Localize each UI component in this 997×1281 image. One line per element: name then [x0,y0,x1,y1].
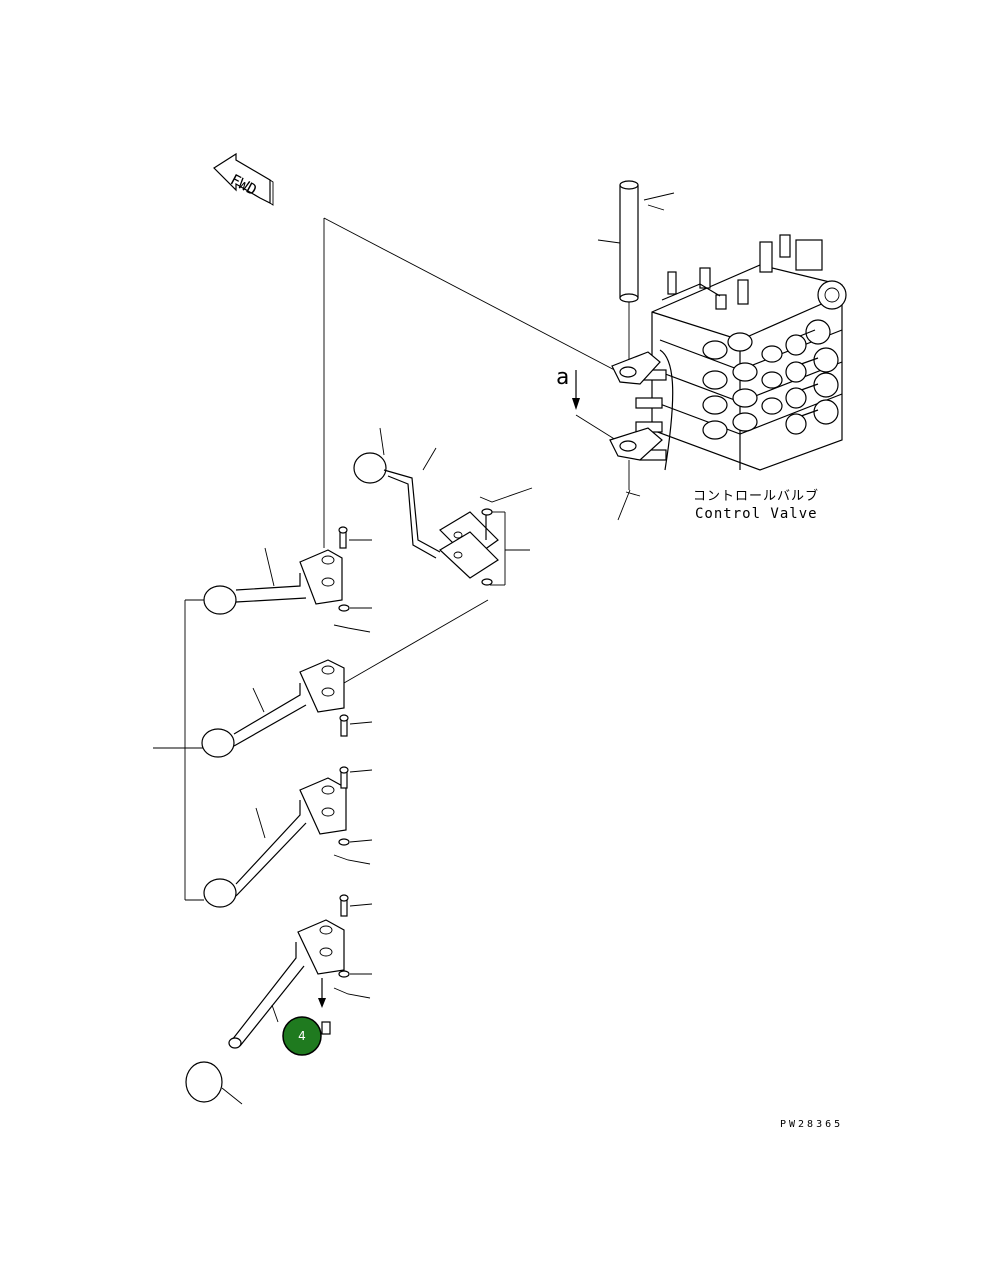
valve-ports [702,332,783,440]
lever-2 [201,659,373,758]
callout-number[interactable]: 4 [298,1029,306,1043]
valve-lugs [609,351,663,521]
control-valve [609,234,847,521]
control-valve-jp-label: コントロールバルブ [693,488,819,504]
fwd-arrow: FWD [213,152,274,206]
lever-4 [185,894,373,1105]
lever-3 [203,766,373,908]
reference-lines [153,217,627,901]
view-a-text: a [556,365,569,390]
callout-circle[interactable] [282,1016,322,1056]
view-a-marker: a [556,365,580,410]
valve-top-fittings [661,234,823,310]
upper-right-lever [353,427,533,586]
lever-1 [203,526,372,633]
control-valve-en-label: Control Valve [695,506,818,522]
valve-pin [597,180,675,360]
callout-badge-4[interactable]: 4 [282,1016,322,1056]
valve-spools [785,280,847,435]
drawing-number: PW28365 [780,1119,843,1130]
